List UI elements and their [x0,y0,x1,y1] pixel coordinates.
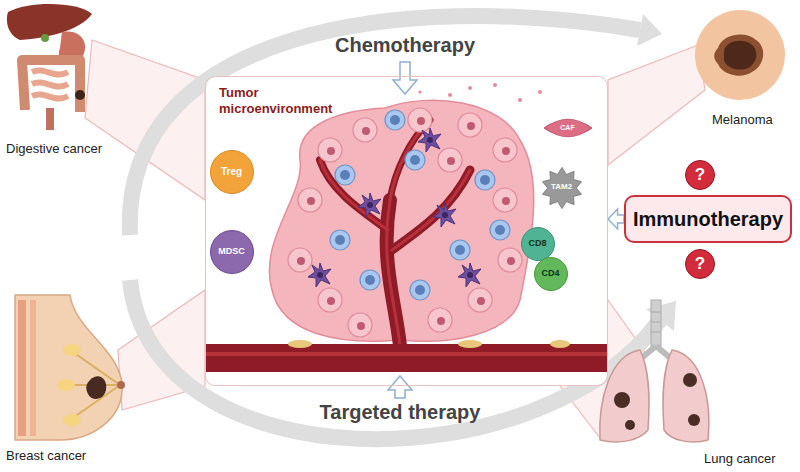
treg-cell: Treg [210,150,254,194]
cd4-cell: CD4 [534,257,568,291]
microenvironment-panel: Tumor microenvironmentTregMDSC CAF TAM2CD8… [205,76,608,386]
mdsc-cell: MDSC [210,230,254,274]
cd8-cell: CD8 [521,227,555,261]
node-text: ? [695,255,705,274]
node-text: TAM2 [551,183,572,192]
node-text: CD4 [541,269,559,279]
question-badge: ? [685,160,715,190]
therapy-heading: Chemotherapy [335,34,475,57]
breast-figure [15,295,125,440]
hollow-arrow-connector [608,209,624,229]
node-text: Immunotherapy [633,208,783,230]
node-text: Treg [221,166,242,177]
node-text: MDSC [218,247,245,257]
organ-caption: Melanoma [712,112,773,127]
melanoma-figure [695,10,785,100]
spindle-shape [544,119,592,137]
organ-caption: Lung cancer [704,451,776,466]
therapy-box: Immunotherapy [624,195,792,243]
question-badge: ? [685,249,715,279]
node-text: CD8 [528,239,546,249]
tumor-mass [269,83,542,346]
star-shape [542,167,581,208]
caf-cell: CAF [544,118,592,138]
panel-ground [206,77,607,385]
therapy-heading: Targeted therapy [320,401,481,424]
panel-title: Tumor microenvironment [219,85,344,117]
lung-figure [600,300,709,442]
node-text: CAF [560,124,574,132]
organ-caption: Digestive cancer [6,141,102,156]
blood-vessel [206,340,607,372]
hollow-arrow [393,62,417,94]
cycle-arrow [130,14,676,439]
digestive-organs [7,4,92,130]
tam2-cell: TAM2 [541,167,583,209]
organ-caption: Breast cancer [6,448,86,463]
hollow-arrow [388,376,412,398]
node-text: ? [695,166,705,185]
